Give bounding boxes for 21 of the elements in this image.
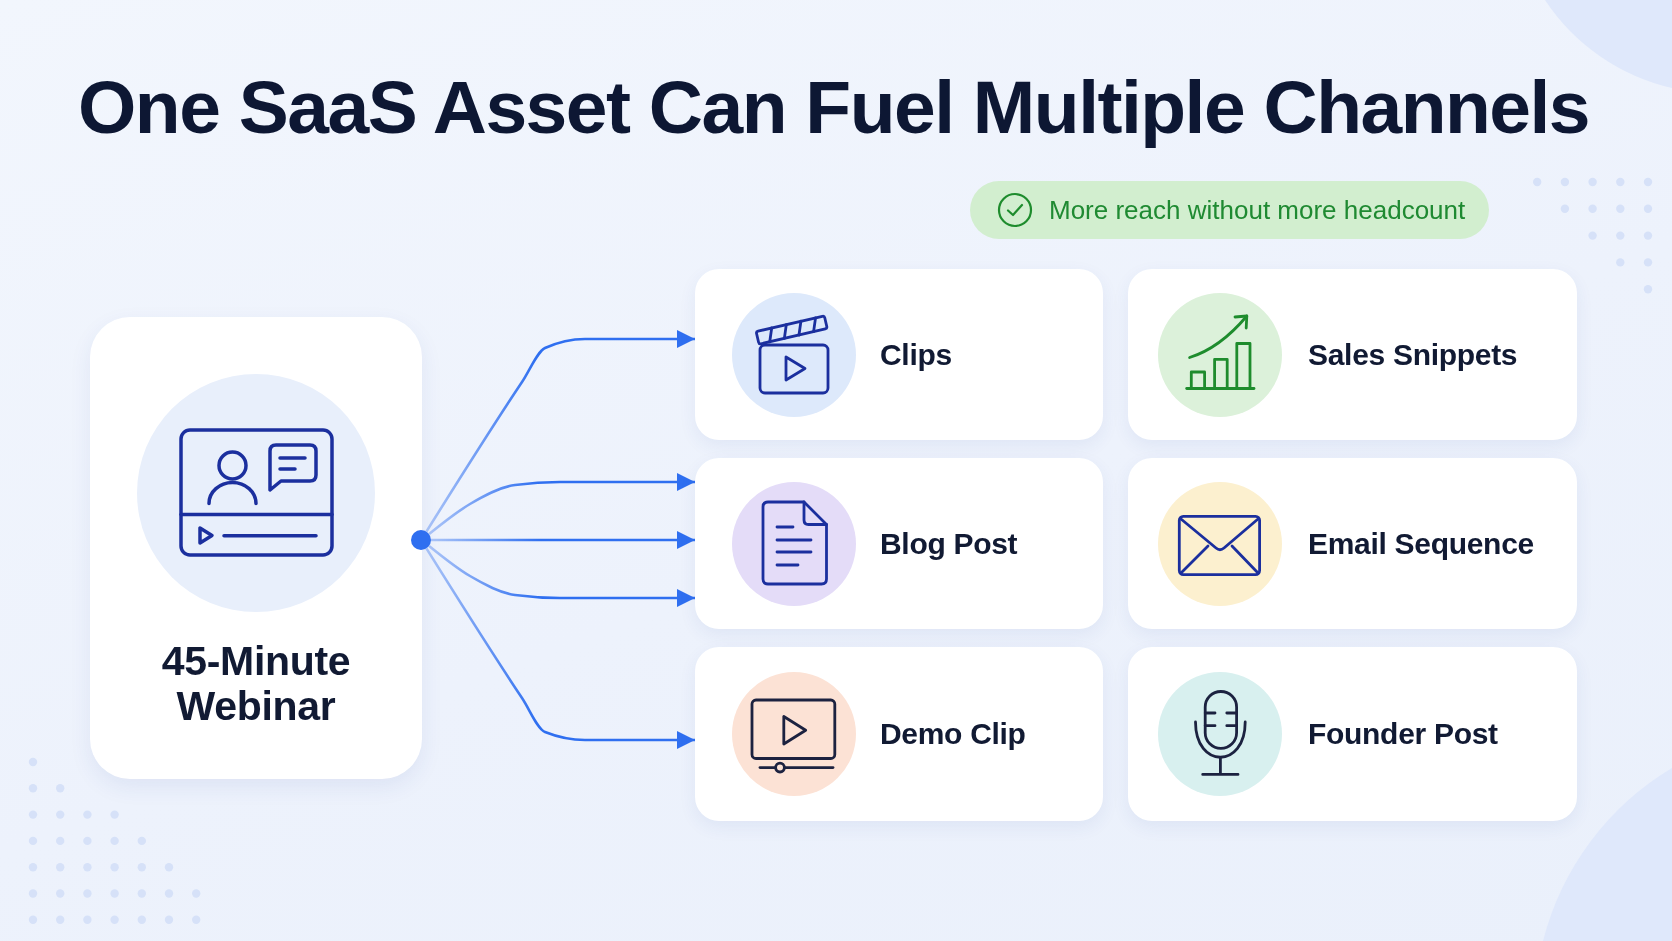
arrow <box>425 330 695 533</box>
arrow <box>431 531 695 549</box>
channel-card <box>695 269 1103 440</box>
channel-label: Clips <box>880 336 952 373</box>
channel-label: Blog Post <box>880 525 1018 562</box>
source-card <box>90 317 422 779</box>
channel-card <box>1128 269 1577 440</box>
title: One SaaS Asset Can Fuel Multiple Channels <box>78 64 1590 150</box>
arrow <box>428 544 695 607</box>
channel-label: Demo Clip <box>880 716 1026 752</box>
arrow <box>425 547 695 749</box>
channel-card <box>1128 647 1577 821</box>
channel-label: Sales Snippets <box>1308 336 1518 373</box>
source-title: 45-Minute Webinar <box>160 639 352 729</box>
channel-label: Founder Post <box>1308 716 1498 752</box>
arrow <box>428 473 695 536</box>
channel-card <box>695 647 1103 821</box>
callout-text: More reach without more headcount <box>1049 194 1466 226</box>
channel-card <box>695 458 1103 629</box>
channel-card <box>1128 458 1577 629</box>
channel-label: Email Sequence <box>1308 525 1534 562</box>
